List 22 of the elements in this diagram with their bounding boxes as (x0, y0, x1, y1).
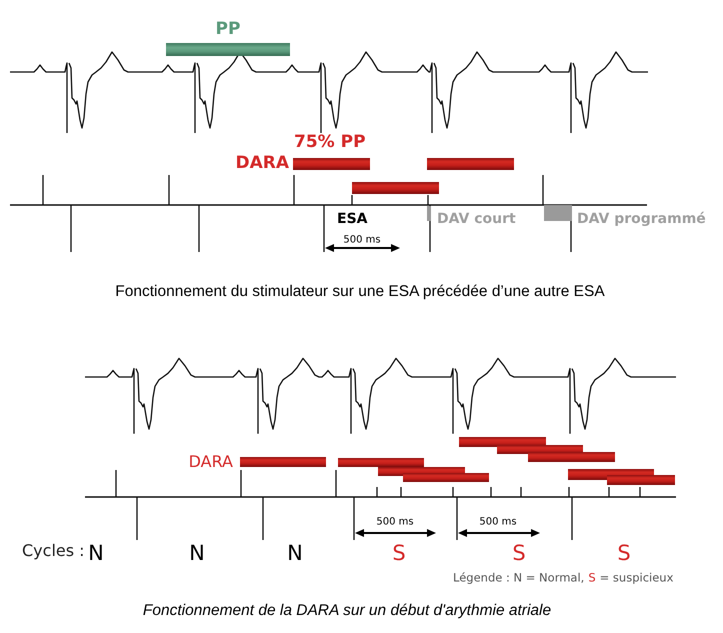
dimension-label: 500 ms (376, 516, 414, 528)
figure-caption: Fonctionnement de la DARA sur un début d'arythmie atriale (142, 602, 552, 620)
dimension-label: 500 ms (343, 234, 381, 246)
cycle-label: S (392, 540, 406, 566)
interval-label: PP (216, 20, 240, 40)
legend-text: Légende : N = Normal, (453, 571, 584, 585)
row-label: Cycles : (22, 542, 85, 560)
cycle-label: N (287, 540, 303, 566)
interval-label: 75% PP (294, 133, 366, 153)
delay-label: DAV programmé (577, 210, 706, 228)
legend-text: = suspicieux (600, 571, 674, 585)
figure-caption: Fonctionnement du stimulateur sur une ESA précédée d’une autre ESA (115, 283, 605, 301)
cycle-label: N (88, 540, 104, 566)
cycle-label: S (512, 540, 526, 566)
dimension-label: 500 ms (479, 516, 517, 528)
bar-label: DARA (188, 452, 233, 472)
bar-label: DARA (235, 154, 289, 174)
legend-key: S (588, 571, 596, 585)
delay-label: DAV court (437, 210, 516, 228)
cycle-label: S (617, 540, 631, 566)
event-label: ESA (337, 210, 368, 228)
cycle-label: N (189, 540, 205, 566)
